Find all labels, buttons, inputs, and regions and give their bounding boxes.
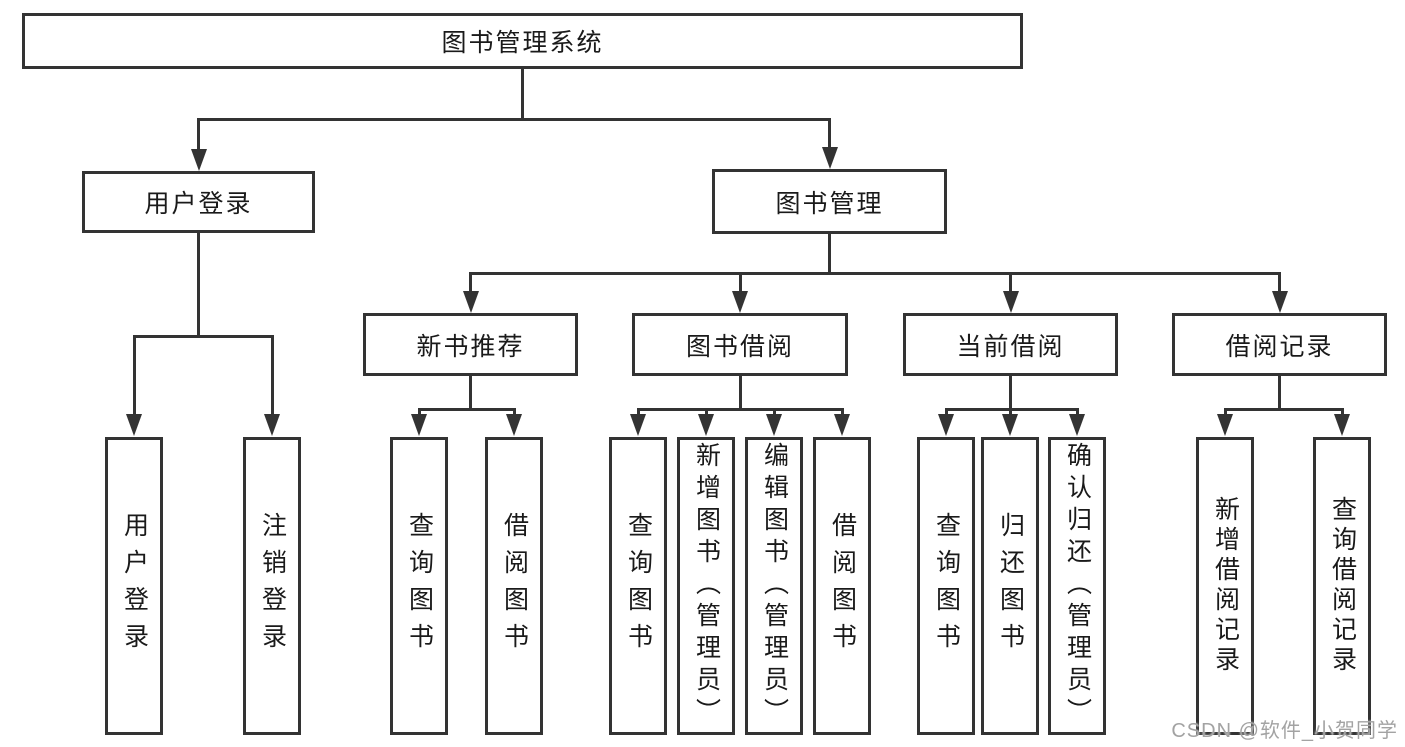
connector-line	[1278, 272, 1281, 295]
connector-line	[636, 408, 844, 411]
leaf-node-label: 借阅图书	[500, 512, 529, 660]
connector-line	[132, 335, 274, 338]
connector-line	[512, 408, 516, 418]
connector-line	[828, 118, 831, 151]
leaf-node-label: 编辑图书（管理员）	[760, 442, 789, 730]
arrow-down-icon	[1002, 291, 1019, 313]
arrow-down-icon	[126, 414, 142, 436]
connector-line	[1009, 272, 1012, 295]
connector-line	[1075, 408, 1079, 418]
arrow-down-icon	[732, 291, 748, 313]
leaf-node: 用户登录	[105, 437, 163, 735]
arrow-down-icon	[1069, 414, 1085, 436]
leaf-node-label: 注销登录	[258, 512, 287, 660]
connector-line	[1278, 375, 1281, 408]
connector-line	[270, 335, 274, 418]
arrow-down-icon	[1271, 291, 1288, 313]
leaf-node: 借阅图书	[813, 437, 871, 735]
arrow-down-icon	[821, 147, 838, 169]
leaf-node-label: 新增借阅记录	[1211, 496, 1240, 676]
node-root: 图书管理系统	[22, 13, 1023, 69]
arrow-down-icon	[462, 291, 479, 313]
connector-line	[132, 335, 136, 418]
arrow-down-icon	[264, 414, 280, 436]
connector-line	[197, 233, 200, 335]
connector-line	[1009, 376, 1012, 408]
leaf-node-label: 用户登录	[120, 512, 149, 660]
connector-line	[197, 118, 200, 153]
connector-line	[469, 272, 472, 295]
leaf-node-label: 查询图书	[405, 512, 434, 660]
arrow-down-icon	[766, 414, 782, 436]
node-current-borrow: 当前借阅	[903, 313, 1118, 376]
leaf-node: 查询图书	[917, 437, 975, 735]
leaf-node: 查询图书	[390, 437, 448, 735]
arrow-down-icon	[1002, 414, 1018, 436]
arrow-down-icon	[938, 414, 954, 436]
leaf-node-label: 新增图书（管理员）	[692, 442, 721, 730]
connector-line	[469, 376, 472, 408]
leaf-node: 查询图书	[609, 437, 667, 735]
connector-line	[772, 408, 776, 418]
connector-line	[636, 408, 640, 418]
leaf-node: 新增图书（管理员）	[677, 437, 735, 735]
leaf-node: 查询借阅记录	[1313, 437, 1371, 735]
arrow-down-icon	[1217, 414, 1233, 436]
arrow-down-icon	[1334, 414, 1350, 436]
leaf-node: 新增借阅记录	[1196, 437, 1254, 735]
leaf-node: 编辑图书（管理员）	[745, 437, 803, 735]
connector-line	[738, 376, 742, 408]
connector-line	[1008, 408, 1012, 418]
leaf-node-label: 确认归还（管理员）	[1063, 442, 1092, 730]
arrow-down-icon	[630, 414, 646, 436]
node-new-book-recommend: 新书推荐	[363, 313, 578, 376]
arrow-down-icon	[834, 414, 850, 436]
connector-line	[197, 118, 831, 121]
leaf-node-label: 查询图书	[624, 512, 653, 660]
node-book-borrow: 图书借阅	[632, 313, 848, 376]
connector-line	[840, 408, 844, 418]
leaf-node: 归还图书	[981, 437, 1039, 735]
connector-line	[417, 408, 421, 418]
connector-line	[520, 69, 524, 118]
arrow-down-icon	[506, 414, 522, 436]
leaf-node-label: 查询借阅记录	[1328, 496, 1357, 676]
leaf-node: 确认归还（管理员）	[1048, 437, 1106, 735]
leaf-node-label: 归还图书	[996, 512, 1025, 660]
watermark-text: CSDN @软件_小贺同学	[1171, 720, 1398, 742]
connector-line	[417, 408, 516, 411]
leaf-node-label: 借阅图书	[828, 512, 857, 660]
node-book-management: 图书管理	[712, 169, 947, 234]
arrow-down-icon	[698, 414, 714, 436]
leaf-node: 注销登录	[243, 437, 301, 735]
connector-line	[1340, 408, 1344, 418]
connector-line	[944, 408, 948, 418]
connector-line	[704, 408, 708, 418]
connector-line	[828, 234, 831, 272]
leaf-node-label: 查询图书	[932, 512, 961, 660]
leaf-node: 借阅图书	[485, 437, 543, 735]
connector-line	[1223, 408, 1227, 418]
arrow-down-icon	[411, 414, 427, 436]
connector-line	[469, 272, 1281, 275]
arrow-down-icon	[190, 149, 207, 171]
connector-line	[944, 408, 1079, 411]
connector-line	[738, 272, 742, 295]
node-user-login: 用户登录	[82, 171, 315, 233]
connector-line	[1223, 408, 1344, 411]
node-borrow-record: 借阅记录	[1172, 313, 1387, 376]
